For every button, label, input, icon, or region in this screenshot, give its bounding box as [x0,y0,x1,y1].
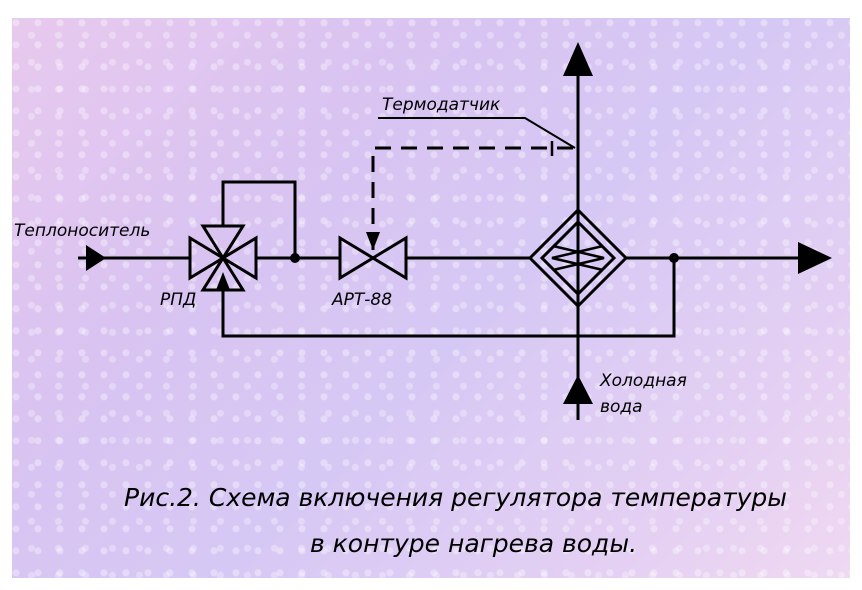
heat-carrier-label: Теплоноситель [14,221,150,241]
outlet-arrow [798,242,832,274]
inlet-arrow [86,245,106,271]
bypass-line [221,180,297,258]
thermosensor-leader [378,117,576,149]
caption-line1: Рис.2. Схема включения регулятора темпер… [124,483,787,512]
diagram-background [12,18,850,578]
caption-line2: в контуре нагрева воды. [310,529,637,558]
thermosensor-signal-line [371,146,575,250]
return-arrow [216,272,230,290]
return-line [221,258,676,338]
cold-water-label-line1: Холодная [599,371,687,391]
heat-exchanger [527,207,629,309]
rpd-label: РПД [160,290,196,310]
art88-label: АРТ-88 [331,290,392,310]
thermosensor-label: Термодатчик [382,95,501,115]
junction-dot [290,253,300,263]
cold-water-up-arrow [563,375,593,404]
hot-water-up-arrow [563,42,593,76]
art88-valve [338,235,408,281]
cold-water-label-line2: вода [600,397,643,417]
signal-arrow [366,232,380,250]
